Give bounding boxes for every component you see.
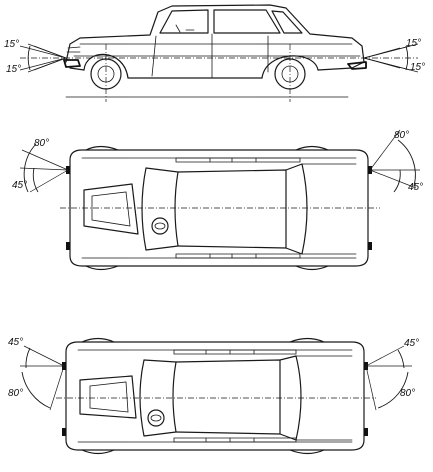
- upper-rear-narrow-angle-label: 45°: [408, 182, 423, 193]
- lower-front-beams: [20, 345, 65, 411]
- upper-front-beams: [19, 143, 69, 193]
- side-rear-upper-angle-label: 15°: [406, 38, 421, 49]
- car-side-wheels: [90, 58, 306, 90]
- lower-rear-beams: [365, 345, 412, 411]
- lower-rear-narrow-angle-label: 45°: [404, 338, 419, 349]
- lower-front-wide-angle-label: 80°: [8, 388, 23, 399]
- side-rear-beams: [363, 43, 419, 73]
- upper-front-narrow-angle-label: 45°: [12, 180, 27, 191]
- side-rear-lower-angle-label: 15°: [410, 62, 425, 73]
- top-view-lower: 45° 80° 45° 80°: [8, 337, 419, 455]
- upper-front-wide-angle-label: 80°: [34, 138, 49, 149]
- side-front-upper-angle-label: 15°: [4, 39, 19, 50]
- upper-rear-wide-angle-label: 80°: [394, 130, 409, 141]
- car-top-body-lower: [62, 337, 368, 455]
- lower-front-narrow-angle-label: 45°: [8, 337, 23, 348]
- side-front-beams: [19, 43, 67, 73]
- top-view-upper: 80° 45° 80° 45°: [12, 129, 423, 271]
- side-front-lower-angle-label: 15°: [6, 64, 21, 75]
- upper-rear-beams: [369, 129, 420, 193]
- side-view: 15° 15° 15° 15°: [4, 4, 425, 102]
- lower-rear-wide-angle-label: 80°: [400, 388, 415, 399]
- car-top-body-upper: [66, 145, 372, 271]
